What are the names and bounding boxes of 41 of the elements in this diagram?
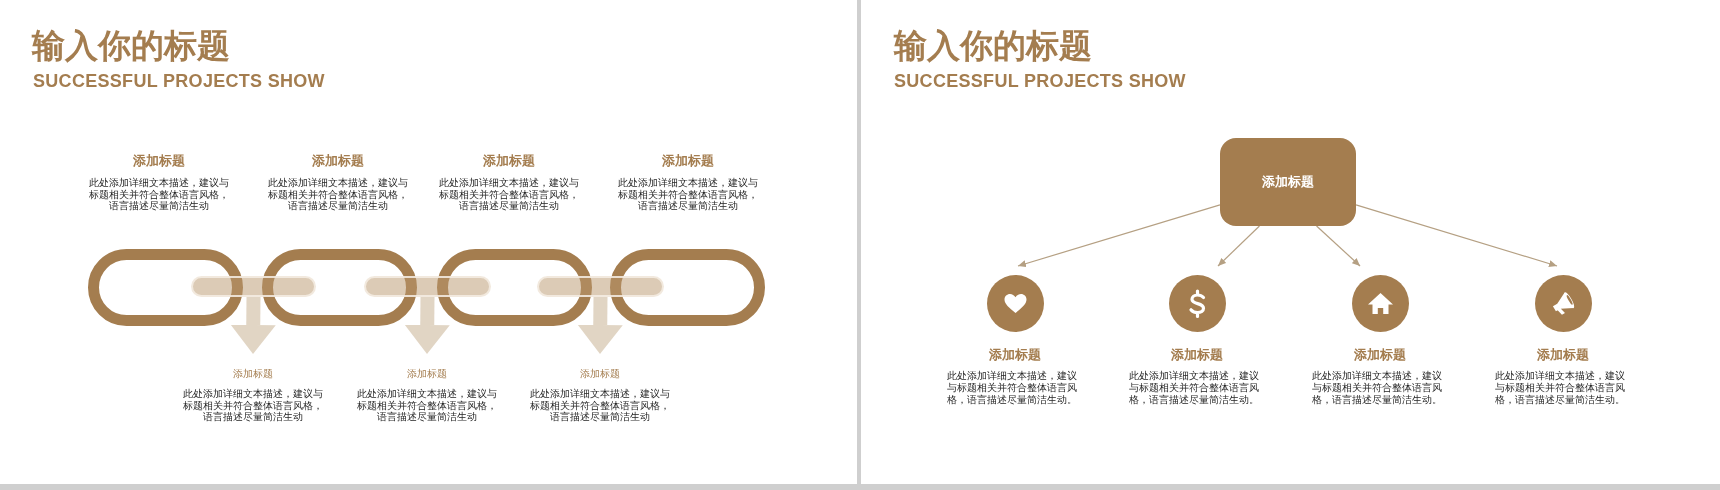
arrow (1355, 204, 1558, 267)
arrow (1315, 225, 1361, 267)
arrow (1217, 225, 1261, 267)
heading: 添加标题 (407, 367, 447, 381)
description: 此处添加详细文本描述，建议与标题相关并符合整体语言风格，语言描述尽量简洁生动。 (1128, 370, 1260, 406)
heading: 添加标题 (483, 153, 535, 169)
chain-link (610, 249, 765, 326)
arrow (1017, 204, 1221, 268)
heading: 添加标题 (312, 153, 364, 169)
description: 此处添加详细文本描述，建议与标题相关并符合整体语言风格，语言描述尽量简洁生动。 (946, 370, 1078, 406)
description: 此处添加详细文本描述，建议与标题相关并符合整体语言风格，语言描述尽量简洁生动 (88, 177, 230, 212)
description: 此处添加详细文本描述，建议与标题相关并符合整体语言风格，语言描述尽量简洁生动。 (1494, 370, 1626, 406)
heading: 添加标题 (580, 367, 620, 381)
heading: 添加标题 (1537, 347, 1589, 363)
subtitle: SUCCESSFUL PROJECTS SHOW (894, 71, 1186, 91)
subtitle: SUCCESSFUL PROJECTS SHOW (33, 71, 325, 91)
description: 此处添加详细文本描述，建议与标题相关并符合整体语言风格，语言描述尽量简洁生动 (438, 177, 580, 212)
title: 输入你的标题 (32, 27, 230, 65)
heading: 添加标题 (1171, 347, 1223, 363)
heading: 添加标题 (1354, 347, 1406, 363)
chain-link (437, 249, 592, 326)
description: 此处添加详细文本描述，建议与标题相关并符合整体语言风格，语言描述尽量简洁生动。 (1311, 370, 1443, 406)
description: 此处添加详细文本描述，建议与标题相关并符合整体语言风格，语言描述尽量简洁生动 (356, 388, 498, 423)
heading: 添加标题 (662, 153, 714, 169)
heading-box: 添加标题 (1220, 138, 1356, 226)
title: 输入你的标题 (894, 27, 1092, 65)
link-bar (537, 276, 664, 297)
chain-link (88, 249, 243, 326)
down-arrow (577, 296, 623, 354)
down-arrow (230, 296, 276, 354)
link-bar (191, 276, 316, 297)
description: 此处添加详细文本描述，建议与标题相关并符合整体语言风格，语言描述尽量简洁生动 (182, 388, 324, 423)
description: 此处添加详细文本描述，建议与标题相关并符合整体语言风格，语言描述尽量简洁生动 (267, 177, 409, 212)
description: 此处添加详细文本描述，建议与标题相关并符合整体语言风格，语言描述尽量简洁生动 (529, 388, 671, 423)
link-bar (364, 276, 491, 297)
description: 此处添加详细文本描述，建议与标题相关并符合整体语言风格，语言描述尽量简洁生动 (617, 177, 759, 212)
heading: 添加标题 (989, 347, 1041, 363)
heading: 添加标题 (233, 367, 273, 381)
chain-link (262, 249, 417, 326)
heading: 添加标题 (133, 153, 185, 169)
down-arrow (404, 296, 450, 354)
